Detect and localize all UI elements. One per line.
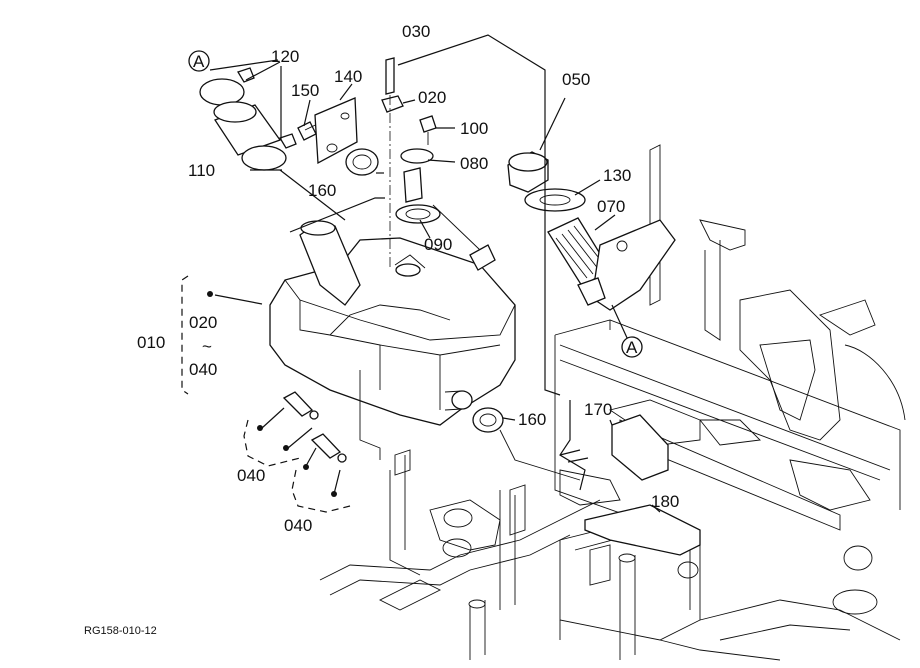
callout-150: 150	[291, 81, 319, 100]
ref-marker-a-top: A	[193, 52, 205, 71]
callout-090: 090	[424, 235, 452, 254]
group-range-start: 020	[189, 313, 217, 332]
group-range-separator: ~	[202, 337, 212, 356]
ref-marker-a-bottom: A	[626, 338, 638, 357]
callout-180: 180	[651, 492, 679, 511]
callout-140: 140	[334, 67, 362, 86]
drawing-code: RG158-010-12	[84, 625, 157, 637]
marker-dots	[207, 291, 337, 497]
leader-lines	[181, 34, 661, 513]
callout-040-upper: 040	[237, 466, 265, 485]
fuel-tank	[269, 204, 516, 426]
callout-120: 120	[271, 47, 299, 66]
callout-100: 100	[460, 119, 488, 138]
callout-110: 110	[188, 161, 215, 180]
callout-130: 130	[603, 166, 631, 185]
callout-020: 020	[418, 88, 446, 107]
filter-parts	[507, 151, 676, 311]
callout-160-upper: 160	[308, 181, 336, 200]
group-range-end: 040	[189, 360, 217, 379]
callout-170: 170	[584, 400, 612, 419]
callout-070: 070	[597, 197, 625, 216]
ref-circle-a-bottom	[621, 336, 643, 358]
upper-parts	[199, 57, 441, 224]
callout-080: 080	[460, 154, 488, 173]
ref-circle-a-top	[188, 50, 210, 72]
callout-160-lower: 160	[518, 410, 546, 429]
callout-030: 030	[402, 22, 430, 41]
callout-050: 050	[562, 70, 590, 89]
group-label: 010	[137, 333, 165, 352]
callout-040-lower: 040	[284, 516, 312, 535]
lower-parts	[282, 391, 701, 556]
